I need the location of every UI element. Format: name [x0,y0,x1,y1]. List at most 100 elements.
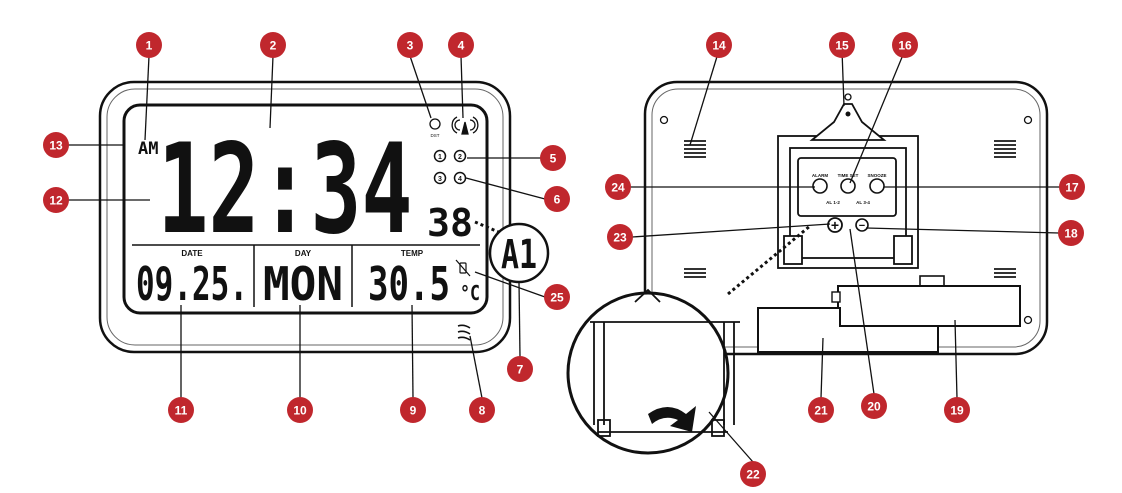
screw-tl [659,115,669,125]
snooze-button-label: SNOOZE [867,173,886,178]
callout-badge: 18 [1058,220,1084,246]
svg-text:18: 18 [1064,227,1078,241]
back-view: ALARM TIME SET SNOOZE AL 1-2 AL 3-4 + − [643,80,1049,356]
callout-badge: 1 [136,32,162,58]
svg-text:2: 2 [270,39,277,53]
svg-text:10: 10 [293,404,307,418]
hanging-hook [809,103,887,141]
svg-text:23: 23 [613,231,627,245]
callout-badge: 2 [260,32,286,58]
al34-label: AL 3-4 [856,200,870,205]
dst-sun-icon [429,118,441,130]
hanging-hook-hole [845,111,851,117]
callout-badge: 10 [287,397,313,423]
front-housing-inner [106,88,504,346]
callout-badge: 6 [544,186,570,212]
svg-text:25: 25 [550,291,564,305]
time-set-button-label: TIME SET [838,173,859,178]
day-display: MON [263,257,343,311]
svg-text:7: 7 [517,363,524,377]
dst-label: DST [431,133,440,138]
callout-badge: 24 [605,174,631,200]
svg-text:3: 3 [438,176,442,183]
svg-text:15: 15 [835,39,849,53]
svg-text:4: 4 [458,39,465,53]
stand-frame [777,135,919,269]
time-display: 12:34 [158,118,413,262]
snooze-button[interactable] [869,178,885,194]
vent-bottom-right [994,266,1016,280]
svg-text:4: 4 [458,176,462,183]
screw-top [844,93,852,101]
plus-button[interactable]: + [827,217,843,233]
callout-badge: 11 [168,397,194,423]
alarm-4-icon: 4 [453,171,467,185]
alarm-icons: 1 2 3 4 [433,149,467,185]
minus-button-label: − [859,220,865,232]
callout-badge: 25 [544,284,570,310]
svg-text:21: 21 [814,404,828,418]
callout-badge: 20 [861,393,887,419]
svg-text:13: 13 [49,139,63,153]
day-label: DAY [295,249,312,258]
svg-text:3: 3 [407,39,414,53]
battery-compartment [837,285,1021,327]
alarm-1-icon: 1 [433,149,447,163]
svg-text:17: 17 [1065,181,1079,195]
temp-label: TEMP [401,249,424,258]
callout-badge: 7 [507,356,533,382]
svg-text:20: 20 [867,400,881,414]
svg-text:8: 8 [479,404,486,418]
leader-lines [68,49,1060,463]
alarm-button-label: ALARM [812,173,828,178]
detail-stand [590,288,740,437]
svg-text:11: 11 [175,404,188,418]
vent-bottom-left [684,266,706,280]
svg-text:9: 9 [410,404,417,418]
radio-signal-icon [451,116,479,135]
time-set-button[interactable] [840,178,856,194]
front-view: AM 12:34 DST 1 2 3 [98,80,550,354]
callout-badge: 23 [607,224,633,250]
screw-tr [1023,115,1033,125]
svg-text:12: 12 [49,194,63,208]
date-label: DATE [181,249,203,258]
svg-text:1: 1 [146,39,153,53]
ampm-indicator: AM [138,139,158,159]
callout-badge: 16 [892,32,918,58]
callout-badge: 19 [944,397,970,423]
svg-text:19: 19 [950,404,964,418]
svg-text:6: 6 [554,193,561,207]
seconds-display: 38 [427,201,473,245]
vent-top-left [684,140,706,160]
dst-indicator: DST [429,118,441,138]
callout-badge: 8 [469,397,495,423]
detail-circle [566,291,730,455]
callout-badge: 9 [400,397,426,423]
battery-latch [831,291,841,303]
fold-arrow-icon [648,406,696,432]
svg-text:1: 1 [438,154,442,161]
alarm-2-icon: 2 [453,149,467,163]
svg-text:14: 14 [712,39,726,53]
callout-badge: 13 [43,132,69,158]
svg-text:22: 22 [746,468,760,482]
plus-button-label: + [831,217,839,233]
callout-badge: 21 [808,397,834,423]
screw-br [1023,315,1033,325]
date-display: 09.25. [136,257,248,311]
callouts: 1 2 3 4 5 6 7 8 9 10 11 12 13 14 15 16 1… [43,32,1085,487]
stand-detail-view [566,224,811,455]
svg-text:5: 5 [550,152,557,166]
alarm-button[interactable] [812,178,828,194]
temp-display: 30.5 [368,257,450,311]
minus-button[interactable]: − [855,218,869,232]
callout-badge: 5 [540,145,566,171]
callout-badge: 4 [448,32,474,58]
al12-label: AL 1-2 [826,200,840,205]
alarm-3-icon: 3 [433,171,447,185]
svg-text:24: 24 [611,181,625,195]
callout-badge: 22 [740,461,766,487]
temp-unit: °C [460,281,480,305]
